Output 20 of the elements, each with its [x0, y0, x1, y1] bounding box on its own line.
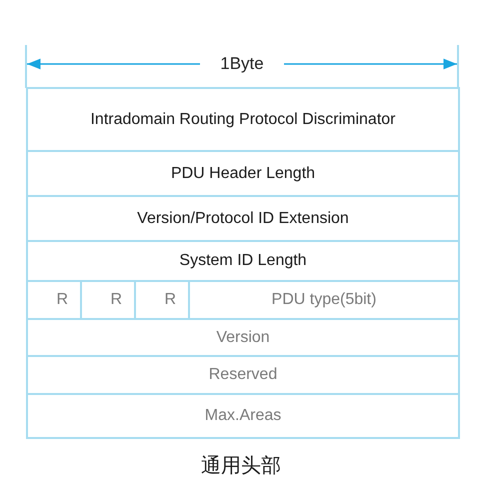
field-label: System ID Length	[179, 251, 307, 271]
field-label: PDU type(5bit)	[272, 290, 376, 310]
field-label: R	[110, 290, 122, 310]
field-label: Max.Areas	[204, 406, 282, 426]
field-cell	[26, 87, 460, 152]
field-cell	[26, 195, 460, 242]
field-label: Version/Protocol ID Extension	[137, 208, 349, 228]
field-label: Reserved	[208, 365, 278, 385]
caption: 通用头部	[200, 454, 282, 479]
field-cell	[26, 240, 460, 282]
field-cell	[26, 318, 460, 357]
field-cell	[26, 150, 460, 197]
field-cell	[26, 393, 460, 439]
field-label: R	[164, 290, 176, 310]
field-label: PDU Header Length	[170, 164, 316, 184]
field-label: R	[56, 290, 68, 310]
field-label: Intradomain Routing Protocol Discriminator	[90, 110, 396, 130]
dimension-label: 1Byte	[219, 54, 265, 74]
field-label: Version	[216, 328, 270, 348]
field-cell	[26, 355, 460, 395]
